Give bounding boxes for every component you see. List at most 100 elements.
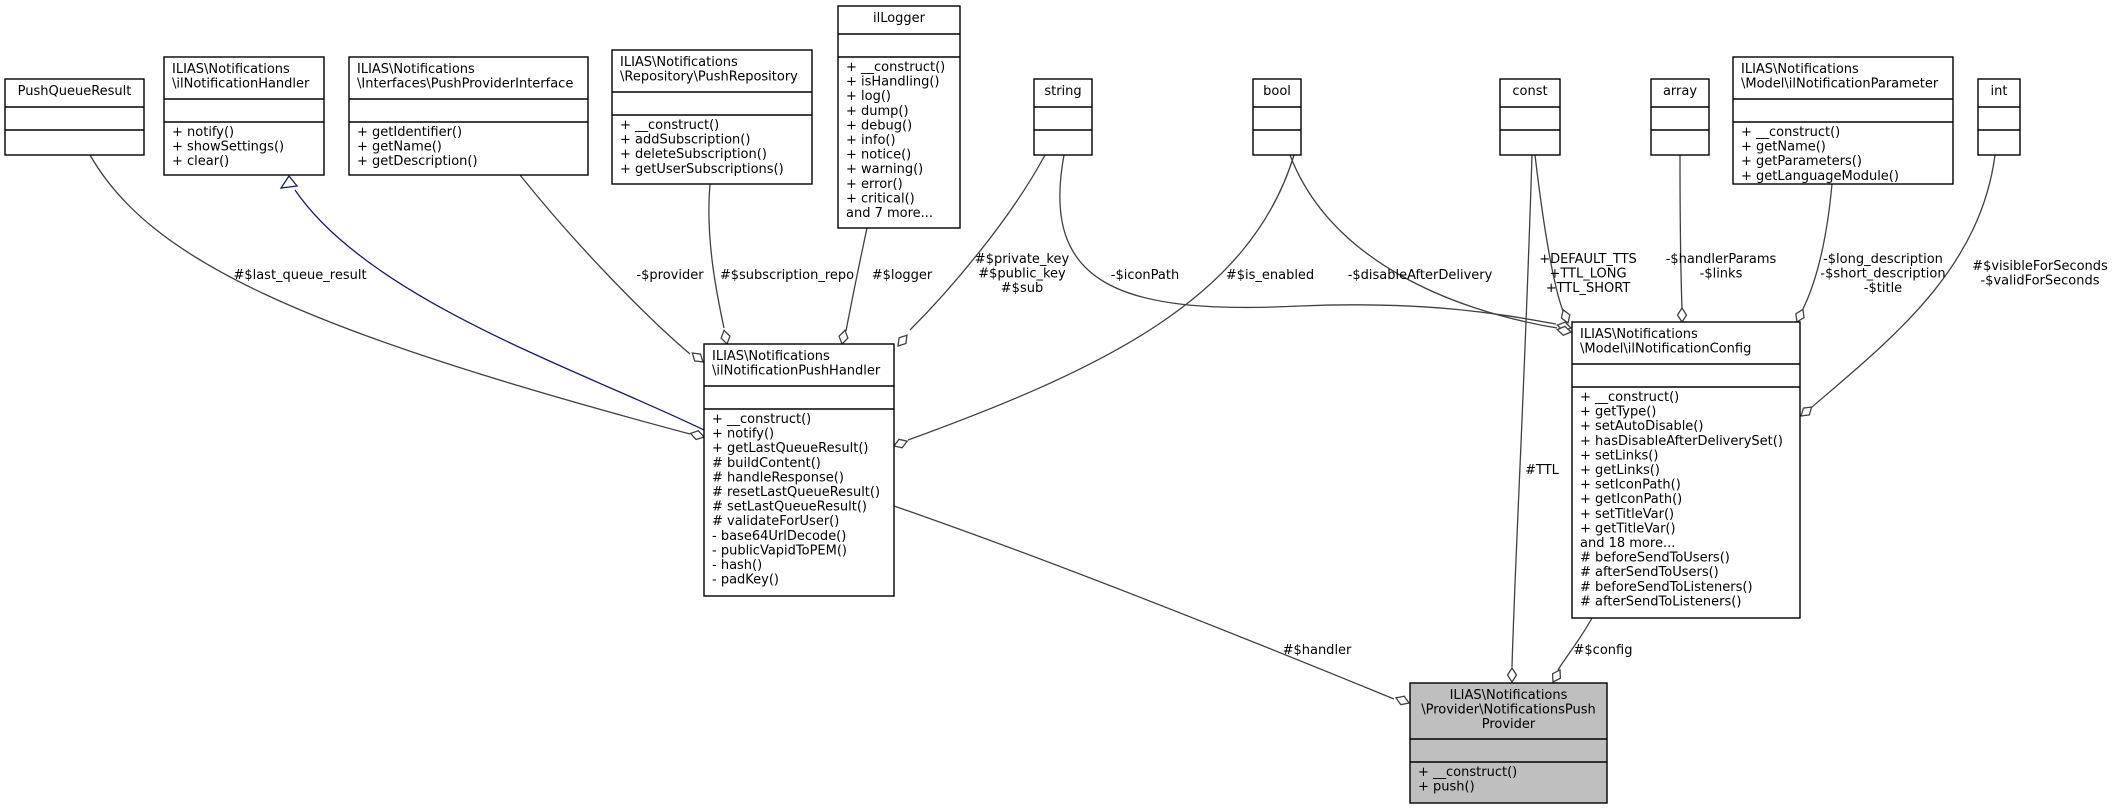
class-method: + getLanguageModule() [1741, 169, 1899, 184]
class-push-provider-interface[interactable]: ILIAS\Notifications\Interfaces\PushProvi… [348, 56, 589, 176]
class-method: # handleResponse() [712, 470, 844, 485]
edge-ttl-aggregation-diamond [1506, 666, 1518, 684]
class-notification-config[interactable]: ILIAS\Notifications\Model\ilNotification… [1571, 321, 1801, 619]
class-title-line: \Repository\PushRepository [620, 70, 798, 85]
class-title-line: \ilNotificationPushHandler [712, 364, 881, 379]
class-const-type[interactable]: const [1499, 78, 1561, 156]
class-method: + showSettings() [172, 140, 284, 155]
edge-label-handler: #$handler [1283, 643, 1352, 658]
edge-label-descriptions: -$long_description [1823, 252, 1943, 267]
edge-is-enabled [907, 154, 1295, 441]
class-title-line: ILIAS\Notifications [712, 349, 830, 364]
edge-icon-path [1059, 154, 1557, 325]
class-method: + getUserSubscriptions() [620, 162, 784, 177]
class-il-notification-handler[interactable]: ILIAS\Notifications\ilNotificationHandle… [163, 56, 325, 176]
edge-label-descriptions: -$short_description [1820, 267, 1945, 282]
edge-subscription-repo-aggregation-diamond [720, 329, 731, 346]
class-method: # buildContent() [712, 456, 821, 471]
class-box [1409, 682, 1608, 804]
class-method: + notice() [846, 148, 911, 163]
class-method: + getType() [1580, 405, 1656, 420]
class-bool-type[interactable]: bool [1252, 78, 1302, 156]
edge-keys-aggregation-diamond [897, 334, 908, 347]
class-method: + setLinks() [1580, 448, 1658, 463]
class-method: + debug() [846, 118, 912, 133]
edge-label-visible-valid: #$visibleForSeconds [1972, 259, 2108, 274]
class-method: + getLinks() [1580, 463, 1660, 478]
class-method: + notify() [172, 125, 234, 140]
class-array-type[interactable]: array [1650, 78, 1710, 156]
class-il-notification-parameter[interactable]: ILIAS\Notifications\Model\ilNotification… [1732, 56, 1954, 185]
class-method: + notify() [712, 427, 774, 442]
class-title-line: \Provider\NotificationsPush [1421, 703, 1596, 718]
edge-descriptions-aggregation-diamond [1795, 308, 1805, 324]
class-push-handler[interactable]: ILIAS\Notifications\ilNotificationPushHa… [703, 343, 895, 597]
edge-label-ttl-consts: +TTL_SHORT [1546, 281, 1631, 296]
class-method: + addSubscription() [620, 133, 750, 148]
edge-config [1557, 617, 1593, 671]
class-box [1977, 78, 2021, 156]
class-push-repository[interactable]: ILIAS\Notifications\Repository\PushRepos… [611, 49, 813, 185]
edge-ttl-consts-aggregation-diamond [1560, 308, 1571, 325]
class-method: + getParameters() [1741, 154, 1862, 169]
class-int-type[interactable]: int [1977, 78, 2021, 156]
edge-provider [519, 174, 691, 355]
edge-label-handler-params: -$handlerParams [1666, 252, 1777, 267]
class-method: + isHandling() [846, 75, 940, 90]
class-title-line: \ilNotificationHandler [172, 77, 310, 92]
class-method: # resetLastQueueResult() [712, 485, 880, 500]
class-method: + __construct() [1741, 125, 1840, 140]
edge-labels-layer: #$last_queue_result-$provider#$subscript… [233, 252, 2108, 658]
edge-label-last-queue-result: #$last_queue_result [233, 268, 366, 283]
class-box [1252, 78, 1302, 156]
class-title-line: const [1512, 84, 1547, 99]
class-string-type[interactable]: string [1033, 78, 1093, 156]
class-title-line: int [1991, 84, 2008, 99]
edge-label-config: #$config [1574, 643, 1633, 658]
class-push-queue-result[interactable]: PushQueueResult [4, 78, 145, 156]
class-title-line: string [1044, 84, 1081, 99]
class-method: + hasDisableAfterDeliverySet() [1580, 434, 1783, 449]
class-method: # afterSendToUsers() [1580, 565, 1719, 580]
class-method: + __construct() [712, 412, 811, 427]
edge-provider-aggregation-diamond [691, 352, 704, 363]
class-method: + getDescription() [357, 154, 478, 169]
edge-disable-after-delivery [1289, 154, 1558, 329]
class-title-line: array [1663, 84, 1697, 99]
inheritance-arrowhead [279, 174, 299, 189]
class-title-line: ILIAS\Notifications [1580, 327, 1698, 342]
class-box [837, 5, 961, 229]
nodes-layer: PushQueueResultILIAS\Notifications\ilNot… [4, 5, 2021, 804]
edge-is-enabled-aggregation-diamond [892, 438, 909, 449]
class-il-logger[interactable]: ilLogger+ __construct()+ isHandling()+ l… [837, 5, 961, 229]
edge-label-disable-after-delivery: -$disableAfterDelivery [1348, 268, 1493, 283]
class-method: + setAutoDisable() [1580, 419, 1703, 434]
edge-label-descriptions: -$title [1864, 281, 1902, 296]
class-method: + clear() [172, 154, 229, 169]
class-box [611, 49, 813, 185]
edge-ttl-consts [1534, 154, 1564, 312]
class-title-line: \Model\ilNotificationParameter [1741, 77, 1939, 92]
class-method: - base64UrlDecode() [712, 529, 846, 544]
edge-label-ttl-consts: +DEFAULT_TTS [1539, 252, 1637, 267]
class-title-line: ILIAS\Notifications [357, 62, 475, 77]
edge-descriptions [1801, 183, 1833, 312]
class-box [4, 78, 145, 156]
class-method: + push() [1418, 780, 1475, 795]
class-box [1732, 56, 1954, 185]
class-method: + deleteSubscription() [620, 147, 767, 162]
edge-config-aggregation-diamond [1551, 668, 1562, 684]
class-method: + getTitleVar() [1580, 521, 1676, 536]
edge-visible-valid [1811, 154, 1996, 408]
edge-keys [909, 154, 1046, 331]
class-title-line: PushQueueResult [18, 84, 132, 99]
edge-handler-aggregation-diamond [1394, 695, 1411, 706]
class-push-provider[interactable]: ILIAS\Notifications\Provider\Notificatio… [1409, 682, 1608, 804]
class-method: and 18 more... [1580, 536, 1675, 551]
class-title-line: ILIAS\Notifications [172, 62, 290, 77]
edge-handler-params-aggregation-diamond [1676, 306, 1688, 324]
class-method: - hash() [712, 558, 762, 573]
edge-disable-after-delivery-aggregation-diamond [1556, 325, 1573, 336]
edge-inheritance [294, 189, 705, 431]
